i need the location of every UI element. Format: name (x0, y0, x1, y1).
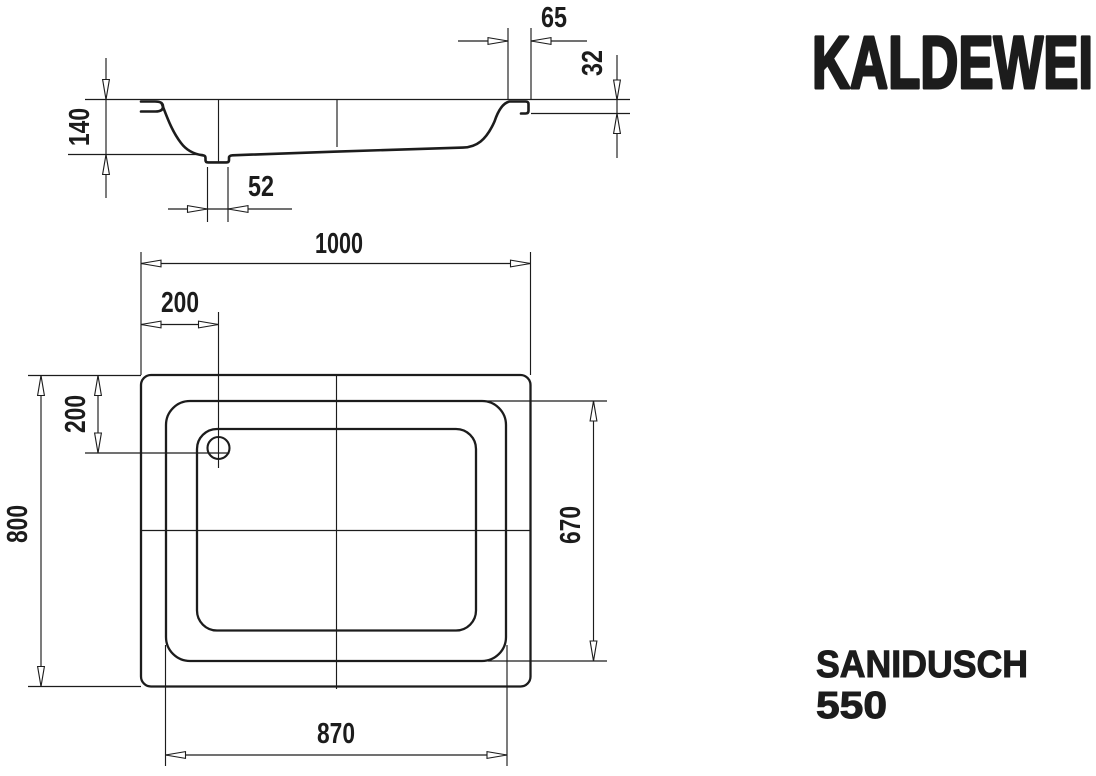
dim-drain-offset-y: 200 (28, 374, 141, 454)
dim-label-drain-offset-x: 200 (161, 287, 199, 319)
product-name: SANIDUSCH (816, 644, 1028, 686)
arrow-up-icon (93, 375, 103, 397)
dim-floor-depth: 670 (480, 400, 607, 662)
title-block: KALDEWEI SANIDUSCH 550 (811, 20, 1095, 728)
dim-overall-length: 800 (2, 375, 141, 688)
dim-label-rim-edge: 32 (577, 50, 609, 76)
dim-floor-width: 870 (164, 645, 508, 766)
arrow-down-icon (612, 79, 622, 101)
arrow-down-icon (36, 665, 46, 687)
dim-rim-edge: 32 (531, 50, 630, 158)
dim-overall-width: 1000 (140, 228, 532, 375)
arrow-down-icon (93, 432, 103, 454)
arrow-up-icon (101, 154, 111, 176)
arrow-up-icon (36, 375, 46, 397)
product-model: 550 (816, 685, 887, 727)
arrow-down-icon (101, 78, 111, 100)
arrow-left-icon (227, 204, 249, 214)
arrow-left-icon (140, 259, 162, 268)
dim-label-floor-width: 870 (317, 718, 355, 750)
arrow-up-icon (612, 113, 622, 135)
arrow-left-icon (530, 36, 552, 46)
arrow-right-icon (487, 36, 509, 46)
arrow-left-icon (140, 320, 162, 329)
dim-label-drain-recess: 52 (248, 171, 274, 203)
section-view: 140 52 65 32 (64, 2, 630, 222)
dim-label-overall-width: 1000 (315, 228, 363, 260)
dim-label-overall-length: 800 (2, 505, 34, 543)
arrow-up-icon (589, 400, 598, 422)
arrow-left-icon (165, 750, 187, 760)
tray-profile-outline (160, 100, 530, 164)
arrow-right-icon (186, 204, 208, 214)
dim-overall-depth: 140 (64, 58, 111, 198)
brand-logo: KALDEWEI (812, 21, 1093, 104)
dim-rim-flange: 65 (458, 2, 587, 100)
arrow-right-icon (197, 320, 219, 329)
dim-label-floor-depth: 670 (555, 506, 587, 544)
plan-view: 1000 200 200 800 (2, 228, 607, 766)
dim-drain-recess: 52 (168, 167, 292, 222)
dim-label-overall-depth: 140 (64, 108, 96, 146)
arrow-down-icon (589, 640, 598, 662)
dim-label-drain-offset-y: 200 (60, 395, 92, 433)
arrow-right-icon (509, 259, 531, 268)
dim-drain-offset-x: 200 (140, 287, 219, 329)
dim-label-rim-flange: 65 (541, 2, 567, 34)
rim-lip-profile (139, 100, 165, 113)
arrow-right-icon (486, 750, 508, 760)
